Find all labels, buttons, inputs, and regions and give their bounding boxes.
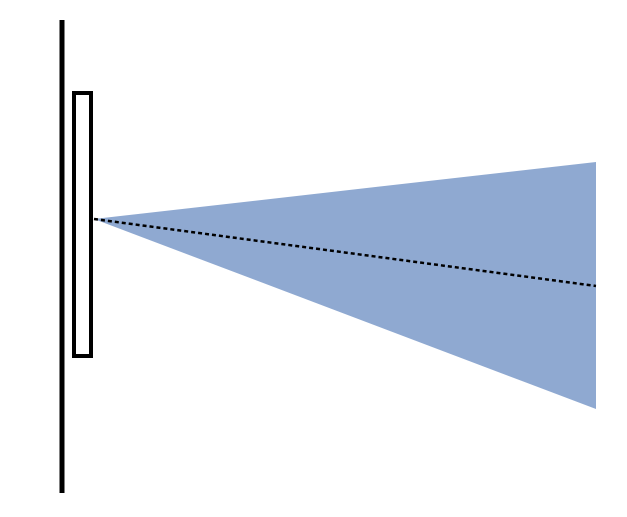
center-axis-dashed-line xyxy=(93,217,597,288)
wall-panel xyxy=(72,91,93,358)
beam-cone xyxy=(94,162,596,409)
